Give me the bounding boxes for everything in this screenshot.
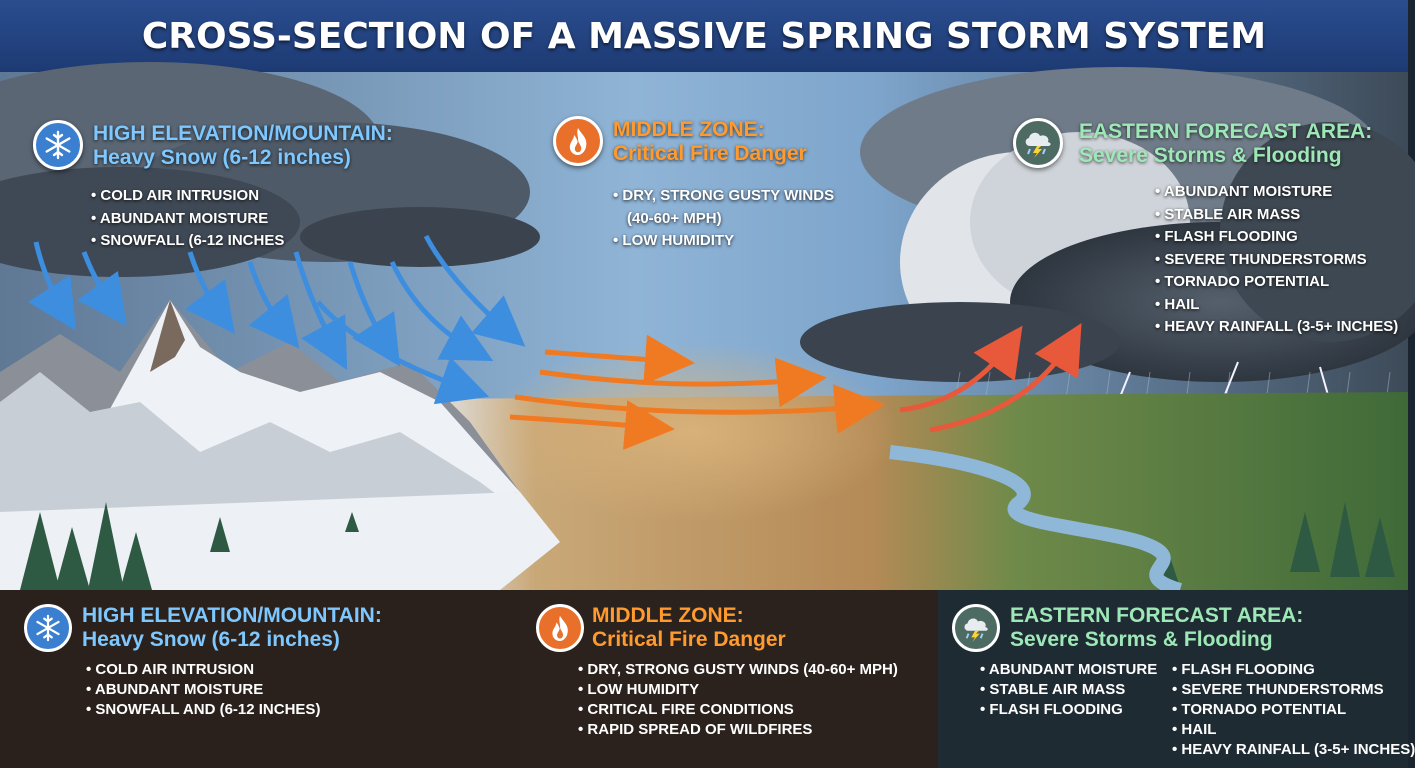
list-item: SNOWFALL AND (6-12 INCHES) — [86, 700, 320, 720]
list-item: HEAVY RAINFALL (3-5+ INCHES) — [1172, 740, 1415, 760]
scene-mountain-subtitle: Heavy Snow (6-12 inches) — [93, 146, 351, 169]
wind-arrows — [509, 334, 885, 450]
list-item: COLD AIR INTRUSION — [91, 185, 284, 208]
list-item: LOW HUMIDITY — [578, 680, 898, 700]
scene-eastern-bullets: ABUNDANT MOISTURE STABLE AIR MASS FLASH … — [1155, 181, 1398, 339]
pine-trees — [20, 502, 1395, 590]
list-item: ABUNDANT MOISTURE — [91, 208, 284, 231]
list-item: FLASH FLOODING — [1172, 660, 1415, 680]
panel-eastern-bullets-right: FLASH FLOODING SEVERE THUNDERSTORMS TORN… — [1172, 660, 1415, 760]
snow-arrows — [28, 234, 526, 405]
panel-middle-bullets: DRY, STRONG GUSTY WINDS (40-60+ MPH) LOW… — [578, 660, 898, 740]
scene-middle-subtitle: Critical Fire Danger — [613, 142, 807, 165]
summary-panels: HIGH ELEVATION/MOUNTAIN: Heavy Snow (6-1… — [0, 590, 1415, 768]
list-item: DRY, STRONG GUSTY WINDS — [613, 185, 834, 208]
scene-eastern-block: EASTERN FORECAST AREA: Severe Storms & F… — [1013, 118, 1403, 398]
panel-mountain-subtitle: Heavy Snow (6-12 inches) — [82, 628, 340, 651]
storm-illustration: HIGH ELEVATION/MOUNTAIN: Heavy Snow (6-1… — [0, 62, 1415, 597]
panel-middle: MIDDLE ZONE: Critical Fire Danger DRY, S… — [520, 590, 938, 768]
list-item: (40-60+ MPH) — [627, 209, 722, 227]
list-item: SNOWFALL (6-12 INCHES — [91, 230, 284, 253]
list-item: ABUNDANT MOISTURE — [980, 660, 1157, 680]
list-item: STABLE AIR MASS — [1155, 204, 1398, 227]
list-item: FLASH FLOODING — [1155, 226, 1398, 249]
snowflake-icon — [24, 604, 72, 652]
snowflake-icon — [33, 120, 83, 170]
storm-cloud-icon — [1013, 118, 1063, 168]
panel-middle-title: MIDDLE ZONE: — [592, 604, 744, 627]
panel-mountain-title: HIGH ELEVATION/MOUNTAIN: — [82, 604, 382, 627]
list-item: TORNADO POTENTIAL — [1172, 700, 1415, 720]
storm-arrows — [899, 323, 1082, 433]
panel-mountain-bullets: COLD AIR INTRUSION ABUNDANT MOISTURE SNO… — [86, 660, 321, 720]
scene-middle-title: MIDDLE ZONE: — [613, 118, 765, 141]
fire-icon — [536, 604, 584, 652]
page-title: CROSS-SECTION OF A MASSIVE SPRING STORM … — [141, 15, 1267, 57]
list-item: HAIL — [1155, 294, 1398, 317]
list-item: SEVERE THUNDERSTORMS — [1155, 249, 1398, 272]
list-item: RAPID SPREAD OF WILDFIRES — [578, 720, 898, 740]
scene-mountain-title: HIGH ELEVATION/MOUNTAIN: — [93, 122, 393, 145]
list-item: HEAVY RAINFALL (3-5+ INCHES) — [1155, 316, 1398, 339]
panel-eastern-title: EASTERN FORECAST AREA: — [1010, 604, 1304, 627]
panel-mountain: HIGH ELEVATION/MOUNTAIN: Heavy Snow (6-1… — [0, 590, 520, 768]
list-item: COLD AIR INTRUSION — [86, 660, 320, 680]
list-item: DRY, STRONG GUSTY WINDS (40-60+ MPH) — [578, 660, 897, 680]
storm-cloud-icon — [952, 604, 1000, 652]
panel-eastern-subtitle: Severe Storms & Flooding — [1010, 628, 1273, 651]
dust-cloud — [480, 342, 900, 522]
scene-eastern-subtitle: Severe Storms & Flooding — [1079, 144, 1342, 167]
list-item: ABUNDANT MOISTURE — [86, 680, 320, 700]
list-item: ABUNDANT MOISTURE — [1155, 181, 1398, 204]
panel-eastern: EASTERN FORECAST AREA: Severe Storms & F… — [938, 590, 1415, 768]
list-item: HAIL — [1172, 720, 1415, 740]
list-item: STABLE AIR MASS — [980, 680, 1157, 700]
fire-icon — [553, 116, 603, 166]
river — [889, 445, 1183, 597]
panel-eastern-bullets-left: ABUNDANT MOISTURE STABLE AIR MASS FLASH … — [980, 660, 1157, 720]
list-item: LOW HUMIDITY — [613, 230, 834, 253]
list-item: TORNADO POTENTIAL — [1155, 271, 1398, 294]
scene-middle-block: MIDDLE ZONE: Critical Fire Danger DRY, S… — [553, 116, 873, 306]
scene-mountain-bullets: COLD AIR INTRUSION ABUNDANT MOISTURE SNO… — [91, 185, 284, 253]
list-item: CRITICAL FIRE CONDITIONS — [578, 700, 898, 720]
title-bar: CROSS-SECTION OF A MASSIVE SPRING STORM … — [0, 0, 1408, 72]
scene-middle-bullets: DRY, STRONG GUSTY WINDS (40-60+ MPH) LOW… — [613, 185, 834, 253]
scene-eastern-title: EASTERN FORECAST AREA: — [1079, 120, 1373, 143]
scene-mountain-block: HIGH ELEVATION/MOUNTAIN: Heavy Snow (6-1… — [33, 120, 453, 310]
list-item: FLASH FLOODING — [980, 700, 1157, 720]
panel-middle-subtitle: Critical Fire Danger — [592, 628, 786, 651]
list-item: SEVERE THUNDERSTORMS — [1172, 680, 1415, 700]
